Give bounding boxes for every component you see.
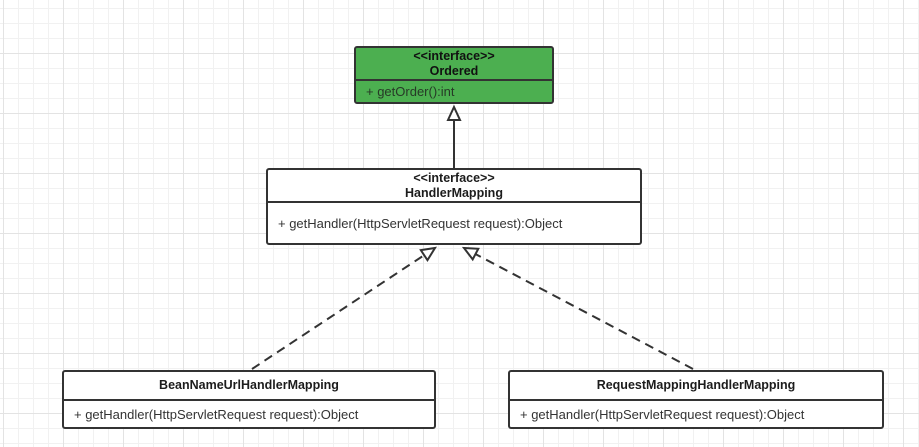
class-methods: + getOrder():int [356, 81, 552, 102]
method-label: + getOrder():int [366, 84, 455, 99]
class-header: BeanNameUrlHandlerMapping [64, 372, 434, 401]
class-methods: + getHandler(HttpServletRequest request)… [510, 401, 882, 427]
class-name: Ordered [429, 63, 479, 78]
class-name: HandlerMapping [405, 185, 503, 200]
class-node-handlermapping[interactable]: <<interface>> HandlerMapping + getHandle… [266, 168, 642, 245]
class-methods: + getHandler(HttpServletRequest request)… [268, 203, 640, 243]
stereotype-label: <<interface>> [413, 170, 495, 185]
class-header: <<interface>> Ordered [356, 48, 552, 81]
edge-beannameurlhandlermapping-to-handlermapping[interactable] [251, 246, 437, 370]
method-label: + getHandler(HttpServletRequest request)… [74, 406, 359, 422]
class-methods: + getHandler(HttpServletRequest request)… [64, 401, 434, 427]
edge-requestmappinghandlermapping-to-handlermapping[interactable] [461, 246, 694, 370]
stereotype-label: <<interface>> [413, 48, 495, 63]
class-node-ordered[interactable]: <<interface>> Ordered + getOrder():int [354, 46, 554, 104]
class-header: <<interface>> HandlerMapping [268, 170, 640, 203]
class-name: RequestMappingHandlerMapping [596, 378, 796, 392]
class-header: RequestMappingHandlerMapping [510, 372, 882, 401]
method-label: + getHandler(HttpServletRequest request)… [520, 406, 805, 422]
class-name: BeanNameUrlHandlerMapping [159, 378, 339, 392]
class-node-beannameurlhandlermapping[interactable]: BeanNameUrlHandlerMapping + getHandler(H… [62, 370, 436, 429]
method-label: + getHandler(HttpServletRequest request)… [278, 215, 563, 231]
class-node-requestmappinghandlermapping[interactable]: RequestMappingHandlerMapping + getHandle… [508, 370, 884, 429]
